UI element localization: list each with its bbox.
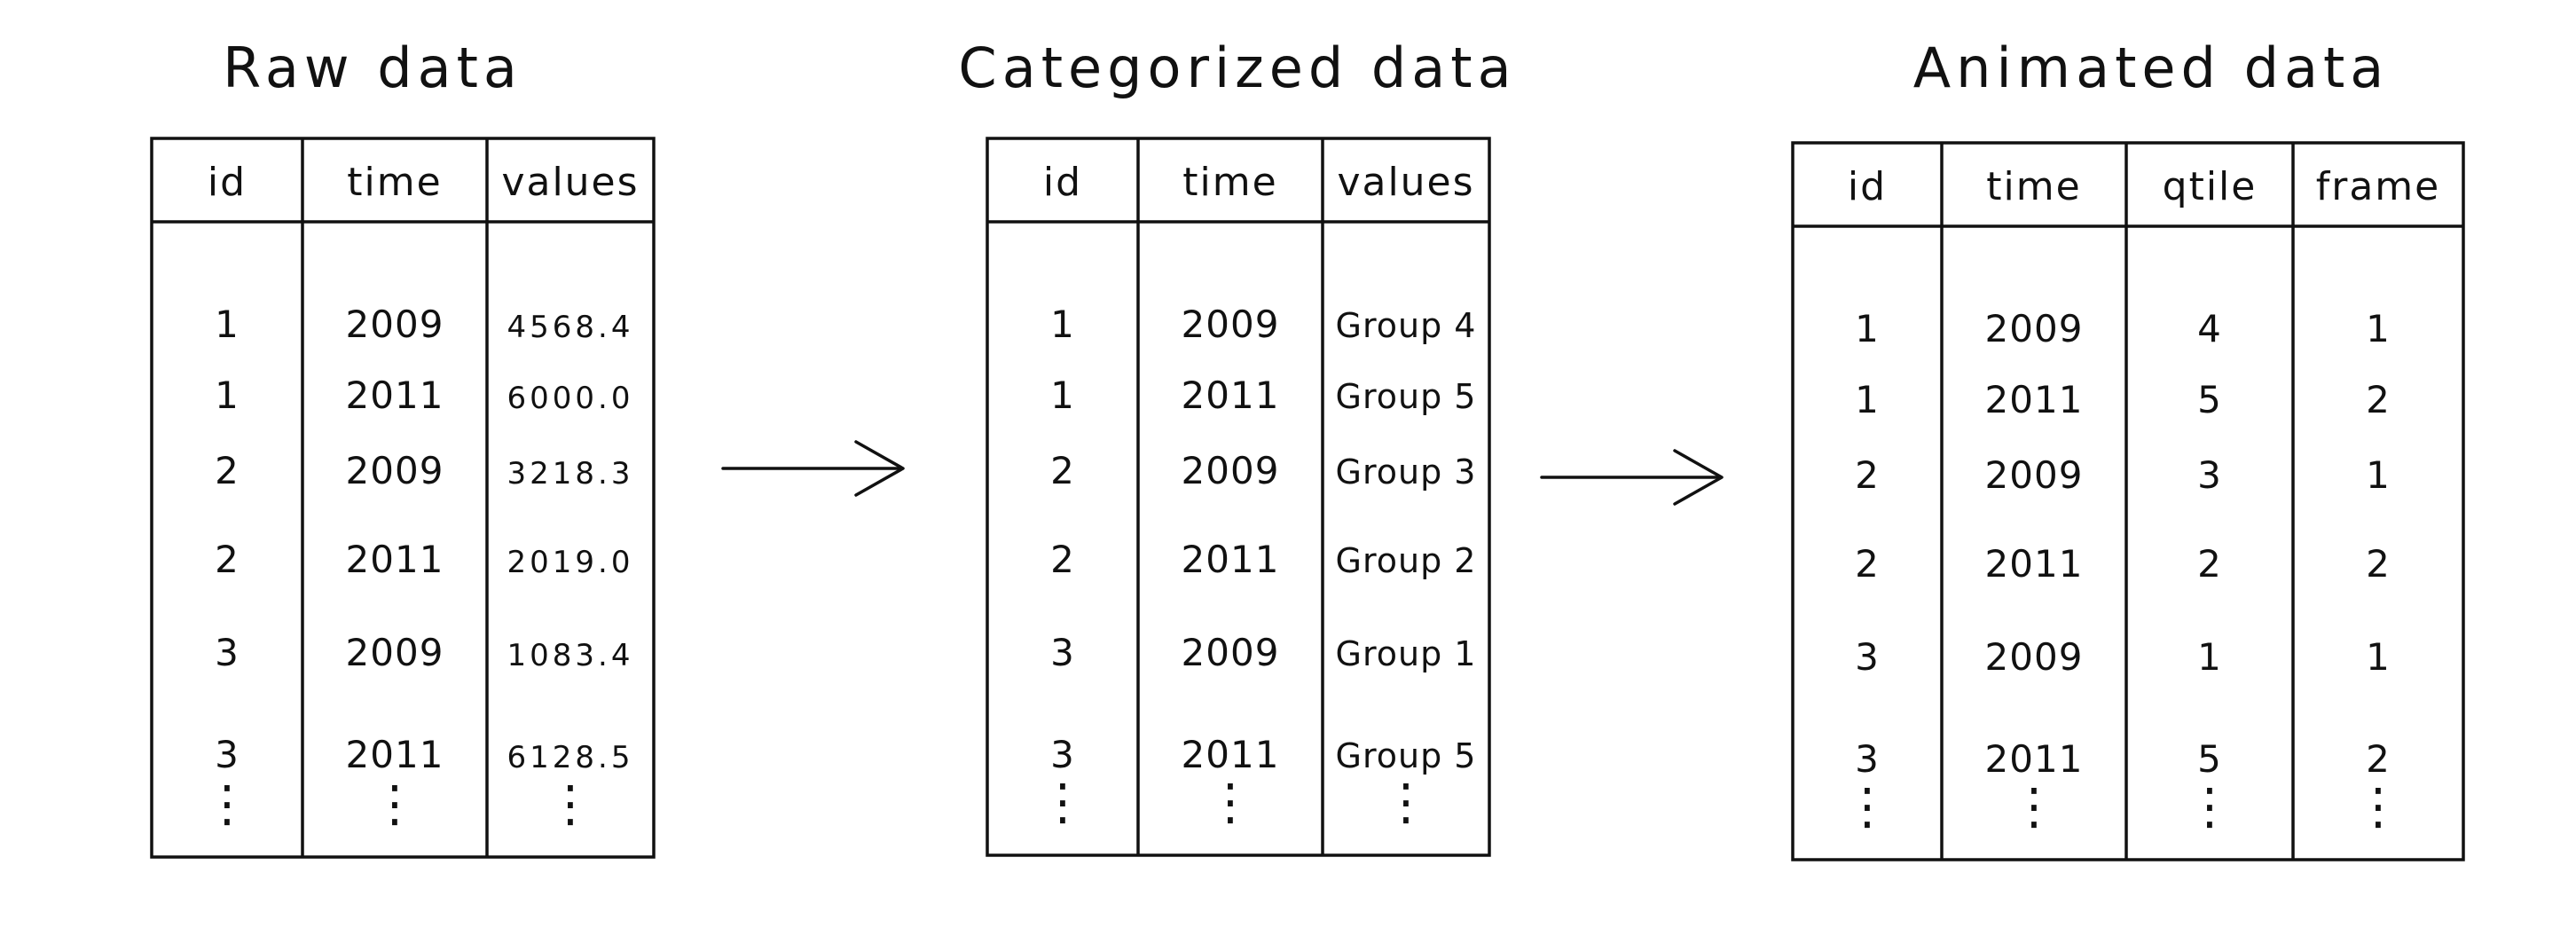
table-cell: 2011	[1182, 733, 1280, 776]
table-cell: 2011	[346, 374, 444, 417]
animated-data-table: id time qtile frame 1 2009 4 1 1 2011 5 2 2 2009 3 1 2 20…	[1791, 141, 2465, 861]
continuation-ellipsis: ⋮	[370, 775, 420, 833]
table-cell: Group 4	[1336, 306, 1477, 345]
table-cell: 2	[2366, 737, 2391, 781]
table-cell: 2011	[1182, 538, 1280, 581]
table-cell: 3	[215, 733, 240, 776]
table-cell: 2	[215, 538, 240, 581]
table-cell: 2009	[346, 631, 444, 674]
table-cell: 2009	[1182, 449, 1280, 492]
table-cell: 2	[1050, 449, 1075, 492]
table-cell: 2	[1855, 542, 1880, 586]
table-cell: 6000.0	[507, 381, 634, 416]
continuation-ellipsis: ⋮	[2353, 778, 2403, 836]
table-cell: 5	[2197, 737, 2222, 781]
arrow-right-icon	[1540, 449, 1724, 506]
column-header: id	[1848, 164, 1887, 209]
table-cell: 3	[215, 631, 240, 674]
table-cell: 2009	[346, 449, 444, 492]
table-cell: 4	[2197, 307, 2222, 350]
column-header: id	[1043, 160, 1082, 205]
table-cell: 1	[1855, 307, 1880, 350]
table-cell: 1	[215, 374, 240, 417]
animated-data-title: Animated data	[1912, 35, 2390, 100]
table-cell: 2011	[1985, 737, 2084, 781]
continuation-ellipsis: ⋮	[546, 775, 595, 833]
raw-data-table: id time values 1 2009 4568.4 1 2011 6000.0 2 2009 3…	[150, 137, 656, 859]
table-cell: 4568.4	[507, 310, 634, 345]
table-cell: 1	[1855, 378, 1880, 421]
table-cell: 1	[2197, 635, 2222, 679]
table-cell: 1	[215, 303, 240, 346]
table-cell: 2	[1855, 453, 1880, 497]
table-cell: 3	[1050, 631, 1075, 674]
table-cell: 3218.3	[507, 456, 634, 492]
table-border	[150, 137, 656, 859]
table-cell: 1	[1050, 374, 1075, 417]
table-cell: Group 5	[1336, 736, 1477, 775]
table-cell: 5	[2197, 378, 2222, 421]
continuation-ellipsis: ⋮	[1381, 774, 1431, 831]
column-header: frame	[2316, 164, 2440, 209]
continuation-ellipsis: ⋮	[1206, 774, 1255, 831]
table-cell: 2009	[1182, 303, 1280, 346]
continuation-ellipsis: ⋮	[1842, 778, 1892, 836]
table-cell: 1083.4	[507, 638, 634, 673]
table-cell: 2009	[1985, 453, 2084, 497]
table-cell: 2011	[346, 733, 444, 776]
column-header: values	[1337, 160, 1474, 205]
column-header: id	[208, 160, 247, 205]
table-cell: Group 3	[1336, 452, 1477, 492]
table-cell: Group 5	[1336, 377, 1477, 416]
table-cell: 2	[2366, 542, 2391, 586]
column-header: time	[1182, 160, 1277, 205]
arrow-right-icon	[721, 440, 905, 497]
table-cell: 2	[2366, 378, 2391, 421]
table-cell: 1	[2366, 453, 2391, 497]
table-cell: 2009	[1985, 307, 2084, 350]
table-cell: 2	[2197, 542, 2222, 586]
continuation-ellipsis: ⋮	[1038, 774, 1088, 831]
table-cell: 2011	[1182, 374, 1280, 417]
table-cell: 2011	[1985, 542, 2084, 586]
table-cell: 2009	[1182, 631, 1280, 674]
categorized-data-title: Categorized data	[958, 35, 1517, 100]
table-cell: 2019.0	[507, 545, 634, 580]
raw-data-title: Raw data	[223, 35, 522, 100]
table-cell: 6128.5	[507, 740, 634, 775]
table-cell: 2009	[346, 303, 444, 346]
table-cell: 3	[1855, 737, 1880, 781]
table-border	[1791, 141, 2465, 861]
continuation-ellipsis: ⋮	[2185, 778, 2234, 836]
table-cell: 2011	[1985, 378, 2084, 421]
table-cell: 3	[1050, 733, 1075, 776]
continuation-ellipsis: ⋮	[2009, 778, 2059, 836]
column-header: time	[347, 160, 442, 205]
table-cell: Group 1	[1336, 634, 1477, 673]
table-cell: 3	[1855, 635, 1880, 679]
table-cell: 2	[215, 449, 240, 492]
table-cell: 1	[1050, 303, 1075, 346]
table-cell: 2011	[346, 538, 444, 581]
table-cell: 2009	[1985, 635, 2084, 679]
table-cell: 1	[2366, 307, 2391, 350]
table-cell: Group 2	[1336, 541, 1477, 580]
continuation-ellipsis: ⋮	[202, 775, 252, 833]
column-header: values	[501, 160, 639, 205]
column-header: time	[1986, 164, 2081, 209]
table-cell: 2	[1050, 538, 1075, 581]
table-cell: 3	[2197, 453, 2222, 497]
table-border	[986, 137, 1491, 857]
column-header: qtile	[2163, 164, 2258, 209]
table-cell: 1	[2366, 635, 2391, 679]
